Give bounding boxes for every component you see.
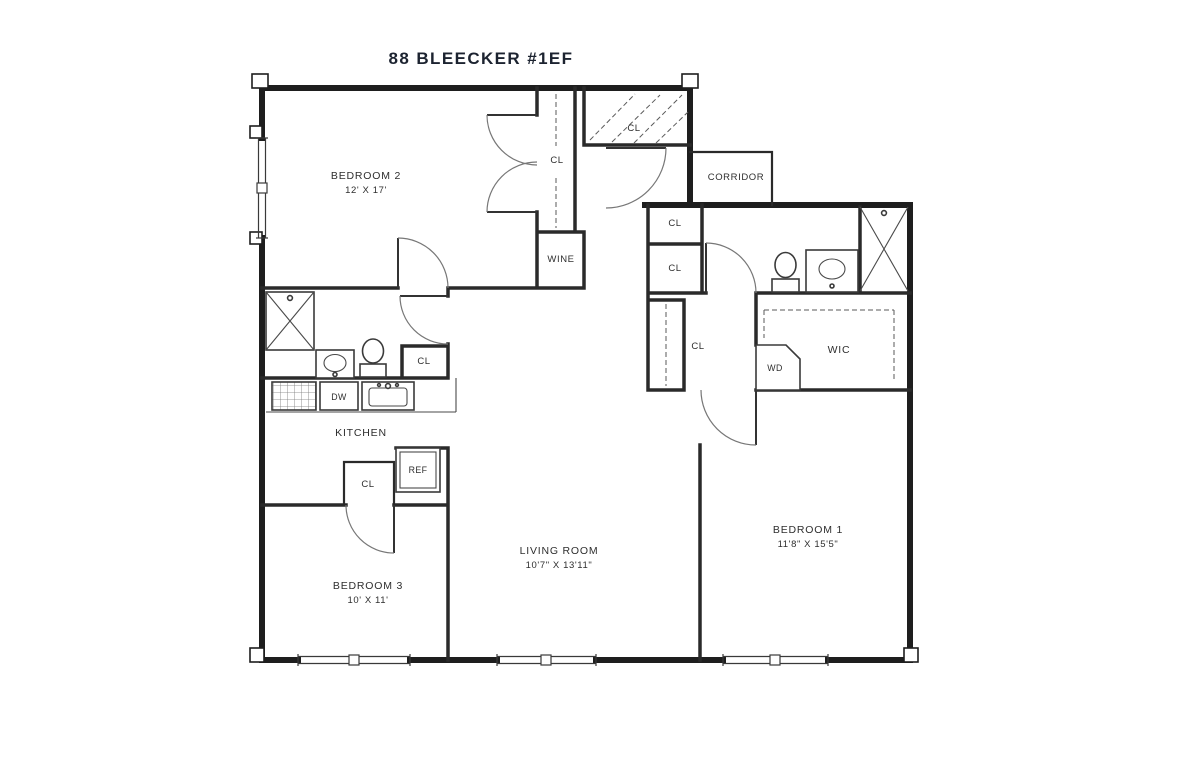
window-bedroom3	[297, 654, 411, 666]
window-bedroom1	[722, 654, 829, 666]
bedroom3-dims: 10' X 11'	[347, 595, 388, 606]
windows	[256, 137, 829, 666]
kitchen-counter	[266, 378, 457, 413]
toilet-icon	[359, 338, 387, 378]
dishwasher-box	[319, 381, 359, 411]
plan-title: 88 BLEECKER #1EF	[389, 49, 574, 68]
kitchen-fixtures	[266, 378, 457, 413]
bathroom2-fixtures	[265, 291, 387, 379]
closet-label-bath: CL	[417, 356, 430, 367]
stove-icon	[271, 381, 317, 411]
bedroom3-label: BEDROOM 3	[333, 580, 403, 592]
closet-b3-wall-path	[342, 460, 396, 507]
closet-label-right2: CL	[668, 263, 681, 274]
toilet-icon	[771, 251, 800, 293]
closet-label-entry: CL	[627, 123, 640, 134]
wine-label: WINE	[547, 254, 574, 265]
bathroom1-door	[705, 242, 757, 294]
washer-dryer-label: WD	[767, 363, 782, 373]
refrigerator-label: REF	[409, 465, 428, 475]
sink-icon	[315, 349, 355, 379]
bedroom1-door	[700, 389, 757, 446]
doors	[345, 114, 757, 554]
closet-label-right1: CL	[668, 218, 681, 229]
closet-label-tall: CL	[691, 341, 704, 352]
bedroom2-door	[397, 237, 449, 289]
bedroom2-dims: 12' X 17'	[345, 185, 387, 196]
entry-door	[605, 147, 667, 209]
closet-symbols	[555, 93, 895, 386]
shower-icon	[265, 291, 315, 351]
corridor-label: CORRIDOR	[708, 172, 765, 183]
pier	[251, 73, 269, 89]
dishwasher-label: DW	[331, 392, 347, 402]
bathroom1-fixtures	[771, 206, 909, 293]
living-room-label: LIVING ROOM	[520, 545, 599, 557]
vanity-sink-icon	[805, 249, 859, 293]
corridor-wall-path	[688, 150, 774, 207]
shower-icon	[859, 206, 909, 292]
living-room-dims: 10'7" X 13'11"	[526, 560, 593, 571]
interior-wall-path	[260, 86, 912, 662]
pier	[681, 73, 699, 89]
room-labels: BEDROOM 2 12' X 17' CL WINE CL CORRIDOR …	[331, 123, 851, 606]
closet-label-hall: CL	[550, 155, 563, 166]
bedroom1-dims: 11'8" X 15'5"	[778, 539, 839, 550]
bedroom1-label: BEDROOM 1	[773, 524, 843, 536]
interior-walls	[260, 86, 912, 662]
entry-closet-hatch	[589, 93, 689, 144]
closet-bifold-doors	[486, 114, 538, 213]
wic-shelving	[763, 309, 895, 382]
wall-piers	[249, 73, 919, 663]
bathroom2-door	[399, 295, 449, 345]
kitchen-sink-icon	[361, 381, 415, 411]
window-left	[256, 137, 268, 239]
bedroom2-label: BEDROOM 2	[331, 170, 401, 182]
wic-label: WIC	[828, 344, 851, 356]
refrigerator-box	[395, 447, 441, 493]
window-living	[496, 654, 597, 666]
closet-label-bed3: CL	[361, 479, 374, 490]
pier	[249, 125, 263, 139]
kitchen-label: KITCHEN	[335, 427, 387, 439]
pier	[249, 647, 265, 663]
bedroom3-door	[345, 504, 395, 554]
washer-dryer-unit	[755, 344, 801, 391]
pier	[903, 647, 919, 663]
